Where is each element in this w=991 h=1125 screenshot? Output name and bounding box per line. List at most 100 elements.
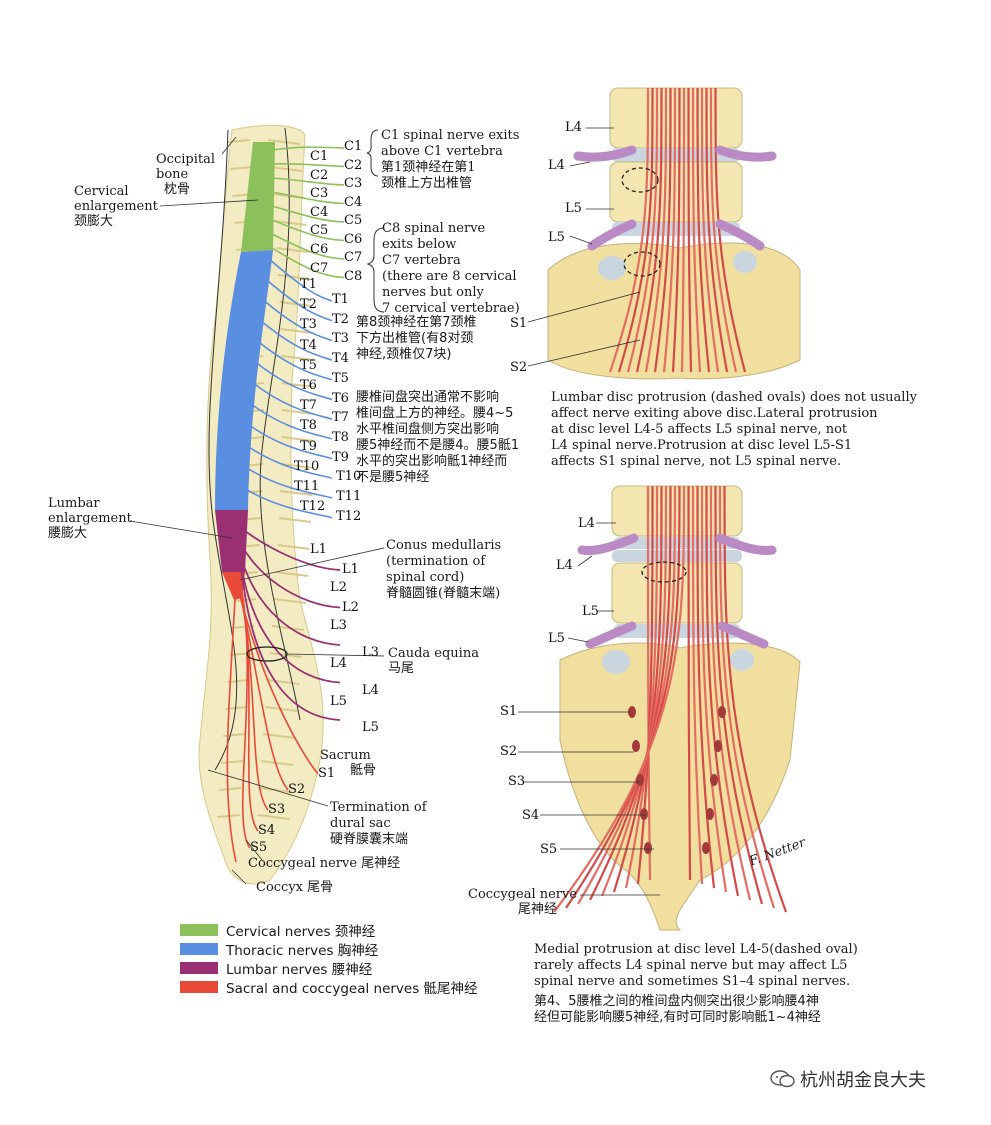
thoracic-nerve-label-T8: T8: [332, 429, 349, 445]
thoracic-vertebra-label-T10: T10: [294, 458, 320, 474]
cauda-nerve-root: [617, 87, 654, 373]
cervical-nerve-label-C2: C2: [344, 157, 363, 173]
lumbar-disc-en-line-2: at disc level L4-5 affects L5 spinal ner…: [551, 422, 848, 437]
vertebra-edge: [219, 787, 242, 791]
thoracic-cord-segment: [215, 250, 273, 510]
lumbar-nerve: [235, 535, 341, 646]
lumbar-disc-en-line-4: affects S1 spinal nerve, not L5 spinal n…: [551, 454, 842, 469]
cauda-nerve-root: [687, 485, 692, 881]
vertebra-edge: [271, 625, 305, 631]
c8-note-line-4: nerves but only: [382, 285, 484, 300]
top-panel-label-1: L4: [548, 158, 565, 173]
lumbar-disc-en-line-3: L4 spinal nerve.Protrusion at disc level…: [551, 438, 853, 453]
lumbar-vertebra-label-L5: L5: [330, 694, 347, 709]
cervical-nerve-label-C8: C8: [344, 268, 363, 284]
thoracic-nerve-label-T12: T12: [336, 508, 362, 524]
dural-line-2: 硬脊膜囊末端: [330, 832, 409, 847]
cervical-vertebra-label-C7: C7: [310, 260, 329, 276]
bottom-cauda-nerves: [553, 485, 788, 913]
medial-en-line-2: spinal nerve and sometimes S1–4 spinal n…: [534, 974, 851, 989]
cauda-nerve-root: [705, 485, 740, 897]
sacral-nerve-label-S5: S5: [250, 840, 268, 855]
thoracic-vertebra-label-T7: T7: [300, 398, 317, 414]
thoracic-nerve: [246, 377, 333, 420]
bottom-coccygeal-nerve-label: Coccygeal nerve 尾神经: [468, 887, 578, 917]
cauda-nerve-root: [636, 485, 654, 885]
thoracic-vertebra-label-T11: T11: [294, 479, 320, 494]
sacral-foramen: [644, 842, 652, 854]
lumbar-nerve: [237, 543, 341, 684]
thoracic-nerve-label-T11: T11: [336, 489, 362, 504]
cervical-vertebra-label-C1: C1: [310, 149, 329, 164]
legend-label: Sacral and coccygeal nerves 骶尾神经: [226, 980, 478, 997]
cervical-vertebra-label-C2: C2: [310, 167, 329, 183]
coccygeal-nerve-label: Coccygeal nerve 尾神经: [248, 856, 401, 871]
vertebra-edge: [261, 760, 294, 766]
lumbar-enlargement-label: Lumbar enlargement 腰膨大: [48, 496, 132, 541]
cauda-nerve-root: [600, 485, 668, 897]
sacral-foramen: [702, 842, 710, 854]
cauda-nerve-root: [696, 87, 711, 373]
cervical-nerve: [271, 146, 345, 151]
sacral-foramen: [714, 740, 722, 752]
vertebra-edge: [280, 328, 313, 334]
c1-note-line-2: 第1颈神经在第1: [381, 160, 476, 175]
vertebra-edge: [277, 544, 310, 550]
thoracic-nerve-label-T9: T9: [332, 449, 349, 465]
lumbar-vertebra-label-L2: L2: [330, 580, 347, 595]
vertebra-edge: [281, 355, 314, 361]
cauda-nerve-root: [565, 485, 681, 909]
lumbar-nerve-label-L2: L2: [342, 599, 359, 615]
vertebra-edge: [274, 220, 307, 226]
vertebra-edge: [230, 166, 253, 170]
cauda-nerve-root: [635, 87, 663, 373]
bottom-panel-label-4: S1: [500, 704, 518, 719]
cauda-nerve-root: [714, 485, 764, 905]
c8-note-zh-line-2: 神经,颈椎仅7块): [356, 347, 452, 362]
legend-swatch: [180, 923, 218, 936]
thoracic-nerve-label-T6: T6: [332, 390, 349, 406]
sacral-foramen: [628, 706, 636, 718]
cervical-nerve-label-C3: C3: [344, 176, 363, 191]
lumbar-disc-note-en: Lumbar disc protrusion (dashed ovals) do…: [551, 390, 917, 470]
thoracic-vertebra-label-T2: T2: [300, 297, 317, 313]
cervical-nerve-label-C5: C5: [344, 213, 363, 228]
legend-swatch: [180, 942, 218, 955]
bottom-panel-label-6: S3: [508, 774, 526, 789]
top-panel-label-0: L4: [565, 120, 582, 135]
bottom-panel-label-0: L4: [578, 516, 595, 531]
vertebra-edge: [277, 274, 311, 280]
conus-line-2: spinal cord): [386, 570, 465, 585]
thoracic-nerve-label-T5: T5: [332, 370, 349, 386]
c8-note-zh: 第8颈神经在第7颈椎下方出椎管(有8对颈神经,颈椎仅7块): [356, 315, 477, 363]
cervical-nerve: [271, 191, 345, 205]
cauda-nerve-root: [644, 87, 668, 373]
conus-line-1: (termination of: [386, 554, 486, 569]
thoracic-vertebra-label-T9: T9: [300, 438, 317, 454]
thoracic-nerve-label-T4: T4: [332, 351, 349, 367]
spinal-nerve-roots: [226, 146, 345, 863]
thoracic-nerve: [267, 257, 333, 302]
cauda-nerve-root: [687, 87, 693, 373]
cervical-nerve: [271, 247, 345, 279]
sacral-foramen: [632, 740, 640, 752]
vertebra-edge: [257, 814, 290, 820]
vertebra-edge: [267, 139, 301, 145]
thoracic-nerve-label-T1: T1: [332, 292, 349, 307]
c8-note-zh-line-0: 第8颈神经在第7颈椎: [356, 315, 477, 330]
cervical-vertebra-label-C6: C6: [310, 242, 329, 257]
lumbar-nerve-label-L3: L3: [362, 645, 379, 660]
lumbar-nerve-label-L4: L4: [362, 682, 379, 698]
top-panel-label-3: L5: [548, 230, 565, 245]
thoracic-nerve-label-T7: T7: [332, 410, 349, 426]
legend-label: Thoracic nerves 胸神经: [226, 942, 379, 959]
cauda-nerve-root: [589, 485, 672, 901]
sacral-foramen: [710, 774, 718, 786]
vertebra-edge: [227, 679, 250, 683]
thoracic-vertebra-label-T1: T1: [300, 277, 317, 292]
cervical-nerve-label-C1: C1: [344, 139, 363, 154]
vertebra-edge: [223, 733, 246, 737]
lumbar-nerve: [233, 527, 341, 609]
vertebra-edge: [267, 679, 300, 685]
